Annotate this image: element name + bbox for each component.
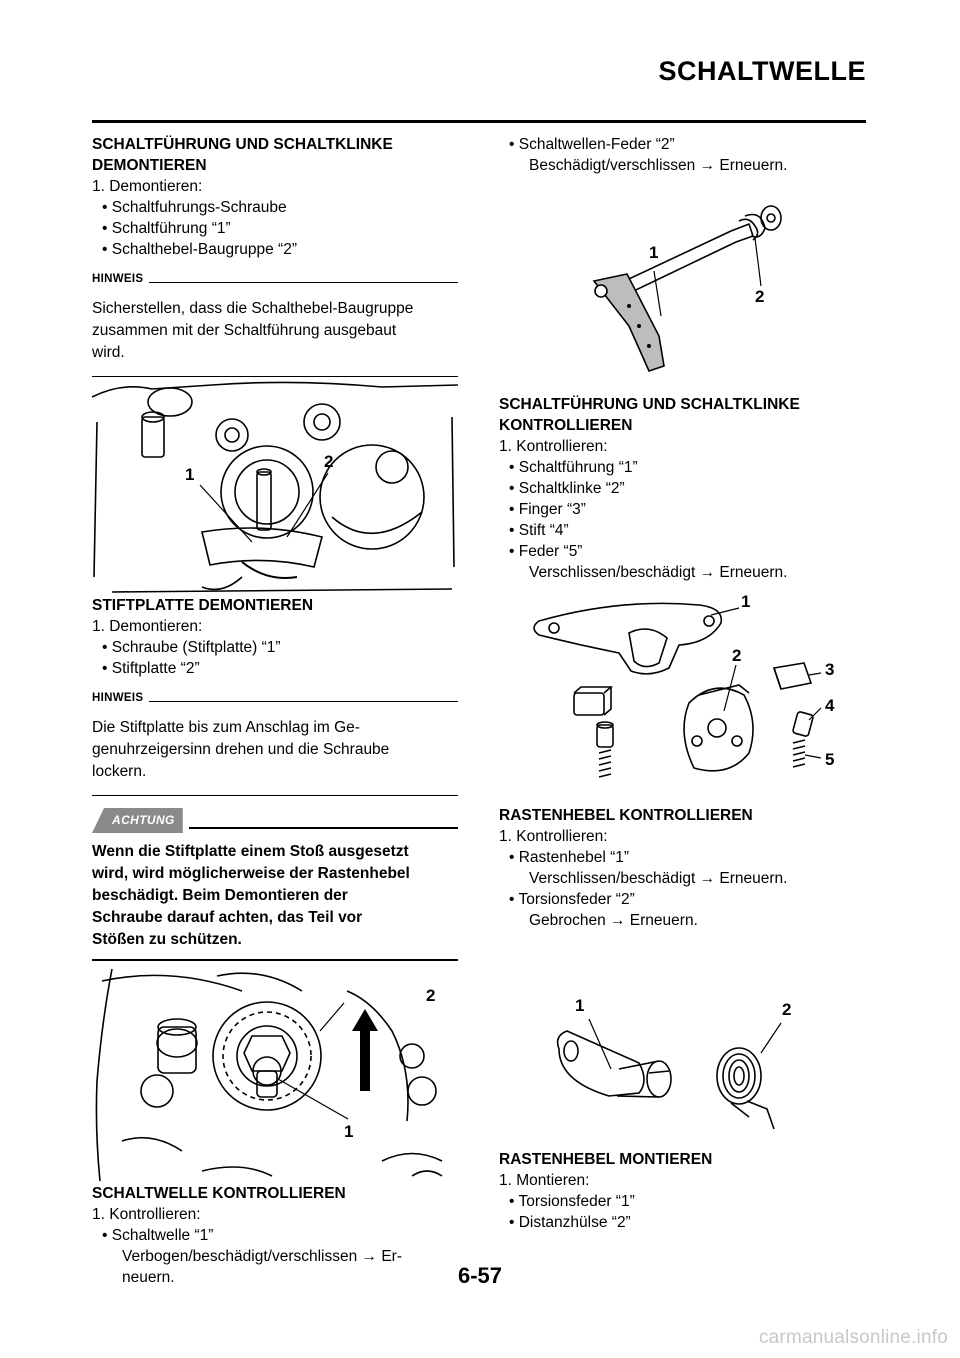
section-heading: KONTROLLIEREN (499, 417, 633, 434)
callout-label: 3 (825, 660, 834, 679)
list-item: • Schaltwelle “1” (102, 1227, 214, 1244)
callout-label: 2 (426, 986, 435, 1005)
list-item: • Distanzhülse “2” (509, 1214, 631, 1231)
caution-text: Schraube darauf achten, das Teil vor (92, 909, 363, 926)
list-subtext: Verschlissen/beschädigt → Erneuern. (529, 870, 788, 887)
pin-plate-figure: 2 1 (95, 968, 443, 1182)
list-subtext: Beschädigt/verschlissen → Erneuern. (529, 157, 788, 174)
callout-label: 5 (825, 750, 834, 769)
note-header: HINWEIS (92, 269, 458, 290)
list-subtext: Verbogen/beschädigt/verschlissen → Er- (122, 1248, 403, 1265)
list-subtext: Verschlissen/beschädigt → Erneuern. (529, 564, 788, 581)
list-item: • Feder “5” (509, 543, 583, 560)
list-item: • Schaltklinke “2” (509, 480, 625, 497)
note-end-rule (92, 376, 458, 377)
callout-label: 2 (324, 452, 333, 471)
note-text: genuhrzeigersinn drehen und die Schraube (92, 741, 390, 758)
callout-label: 1 (649, 243, 658, 262)
note-text: lockern. (92, 763, 147, 780)
caution-header: ACHTUNG (92, 808, 458, 833)
callout-label: 2 (755, 287, 764, 306)
shift-guide-parts-figure: 1 2 3 4 5 (533, 592, 835, 778)
step-text: 1. Kontrollieren: (499, 828, 608, 845)
note-rule (149, 282, 458, 283)
callout-label: 1 (741, 592, 750, 611)
section-heading: SCHALTFÜHRUNG UND SCHALTKLINKE (499, 396, 800, 413)
list-item: • Torsionsfeder “2” (509, 891, 635, 908)
callout-label: 2 (782, 1000, 791, 1019)
caution-text: beschädigt. Beim Demontieren der (92, 887, 348, 904)
shift-shaft-figure: 1 2 (592, 205, 782, 372)
page-number: 6-57 (457, 1263, 503, 1288)
list-item: • Schaltfuhrungs-Schraube (102, 199, 287, 216)
note-header: HINWEIS (92, 688, 458, 709)
note-text: wird. (92, 344, 125, 361)
stopper-lever-figure: 1 2 (556, 996, 791, 1130)
section-heading: RASTENHEBEL MONTIEREN (499, 1151, 713, 1168)
list-item: • Schaltführung “1” (102, 220, 231, 237)
step-text: 1. Demontieren: (92, 178, 203, 195)
list-item: • Stift “4” (509, 522, 569, 539)
note-rule (149, 701, 458, 702)
list-item: • Stiftplatte “2” (102, 660, 200, 677)
watermark-text: carmanualsonline.info (758, 1327, 948, 1348)
note-label: HINWEIS (92, 273, 144, 285)
callout-label: 4 (825, 696, 835, 715)
right-column: • Schaltwellen-Feder “2” Beschädigt/vers… (499, 134, 865, 1233)
note-end-rule (92, 795, 458, 796)
callout-label: 1 (185, 465, 194, 484)
callout-label: 2 (732, 646, 741, 665)
caution-text: Wenn die Stiftplatte einem Stoß ausgeset… (92, 843, 409, 860)
callout-label: 1 (344, 1122, 353, 1141)
section-heading: RASTENHEBEL KONTROLLIEREN (499, 807, 753, 824)
caution-end-rule (92, 959, 458, 961)
shift-guide-removal-figure: 1 2 (92, 381, 458, 593)
note-text: zusammen mit der Schaltführung ausgebaut (92, 322, 397, 339)
list-item: • Torsionsfeder “1” (509, 1193, 635, 1210)
list-item: • Schaltwellen-Feder “2” (509, 136, 675, 153)
list-item: • Schraube (Stiftplatte) “1” (102, 639, 281, 656)
caution-text: Stößen zu schützen. (92, 931, 242, 948)
section-heading: SCHALTFÜHRUNG UND SCHALTKLINKE (92, 136, 393, 153)
list-item: • Finger “3” (509, 501, 586, 518)
step-text: 1. Kontrollieren: (499, 438, 608, 455)
caution-text: wird, wird möglicherweise der Rastenhebe… (92, 865, 410, 882)
caution-rule (188, 826, 458, 829)
header-rule (92, 120, 866, 123)
step-text: 1. Montieren: (499, 1172, 590, 1189)
page-header-title: SCHALTWELLE (658, 56, 866, 86)
list-item: • Schalthebel-Baugruppe “2” (102, 241, 297, 258)
section-heading: STIFTPLATTE DEMONTIEREN (92, 597, 314, 614)
section-heading: SCHALTWELLE KONTROLLIEREN (92, 1185, 346, 1202)
list-item: • Schaltführung “1” (509, 459, 638, 476)
caution-badge: ACHTUNG (92, 808, 183, 833)
note-text: Sicherstellen, dass die Schalthebel-Baug… (92, 300, 414, 317)
left-column: SCHALTFÜHRUNG UND SCHALTKLINKE DEMONTIER… (92, 134, 458, 1288)
section-heading: DEMONTIEREN (92, 157, 207, 174)
note-label: HINWEIS (92, 692, 144, 704)
list-subtext: Gebrochen → Erneuern. (529, 912, 698, 929)
list-subtext: neuern. (122, 1269, 175, 1286)
list-item: • Rastenhebel “1” (509, 849, 630, 866)
note-text: Die Stiftplatte bis zum Anschlag im Ge- (92, 719, 360, 736)
callout-label: 1 (575, 996, 584, 1015)
step-text: 1. Kontrollieren: (92, 1206, 201, 1223)
step-text: 1. Demontieren: (92, 618, 203, 635)
